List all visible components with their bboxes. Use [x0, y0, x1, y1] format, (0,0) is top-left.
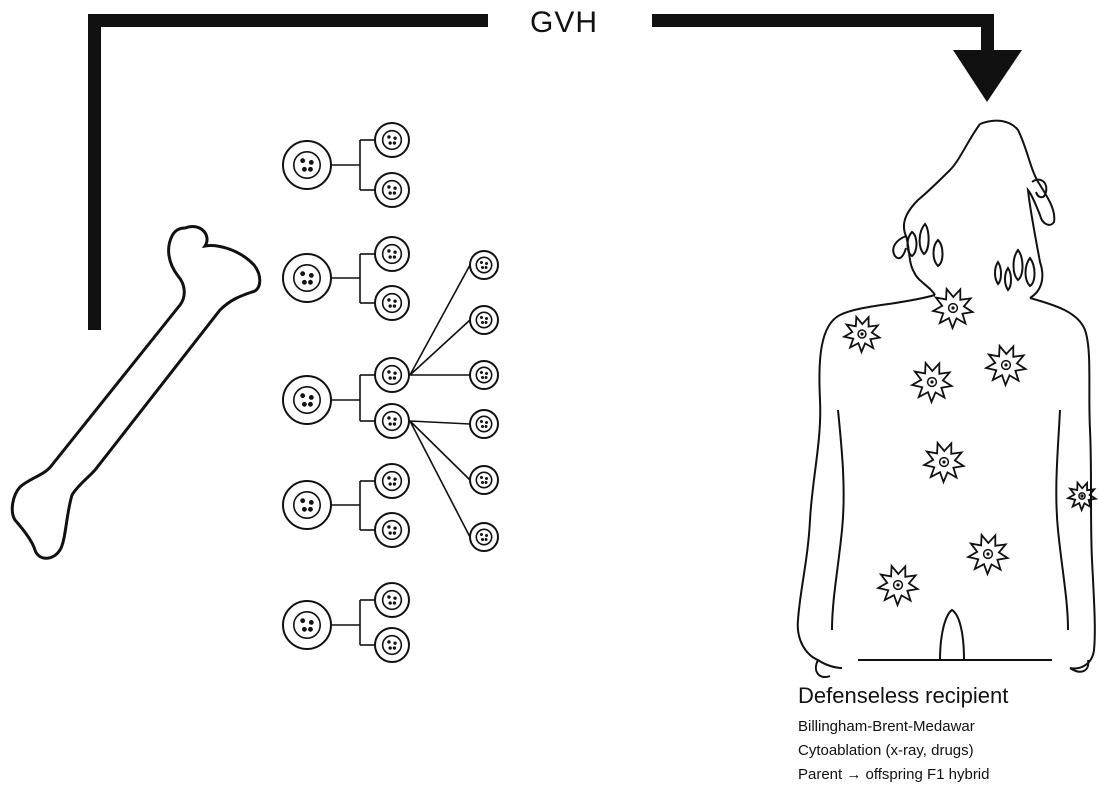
damaged-cell-icon — [933, 289, 972, 328]
damaged-cell-icon — [986, 346, 1025, 385]
stem-cell — [283, 601, 331, 649]
progenitor-cell — [375, 628, 409, 662]
damaged-cell-icon — [968, 535, 1007, 574]
lineage-line — [410, 265, 470, 375]
mature-cell — [470, 466, 498, 494]
lineage-line — [410, 421, 470, 424]
progenitor-cell — [375, 464, 409, 498]
lineage-line — [410, 320, 470, 375]
progenitor-cell — [375, 404, 409, 438]
stem-cell — [283, 376, 331, 424]
damaged-cell-icon — [924, 443, 963, 482]
lineage-line — [410, 421, 470, 480]
stem-cell — [283, 254, 331, 302]
recipient-title: Defenseless recipient — [798, 683, 1008, 709]
human-torso-icon — [798, 121, 1095, 677]
mature-cell — [470, 410, 498, 438]
recipient-line-2: Cytoablation (x-ray, drugs) — [798, 742, 974, 759]
mature-cell — [470, 306, 498, 334]
progenitor-cell — [375, 237, 409, 271]
lineage-line — [410, 421, 470, 537]
mature-cell — [470, 361, 498, 389]
mature-cell — [470, 251, 498, 279]
progenitor-cell — [375, 513, 409, 547]
damaged-cell-icon — [912, 363, 951, 402]
gvh-arrow — [88, 14, 1022, 330]
damaged-cell-icon — [844, 317, 879, 352]
cell-lineage — [283, 123, 498, 662]
damaged-cell-icon — [878, 566, 917, 605]
bone-icon — [12, 226, 259, 558]
progenitor-cell — [375, 123, 409, 157]
progenitor-cell — [375, 286, 409, 320]
gvh-label: GVH — [530, 6, 598, 40]
progenitor-cell — [375, 583, 409, 617]
stem-cell — [283, 481, 331, 529]
mature-cell — [470, 523, 498, 551]
progenitor-cell — [375, 358, 409, 392]
recipient-line-3: Parent → offspring F1 hybrid — [798, 766, 989, 783]
stem-cell — [283, 141, 331, 189]
recipient-line-1: Billingham-Brent-Medawar — [798, 718, 975, 735]
progenitor-cell — [375, 173, 409, 207]
